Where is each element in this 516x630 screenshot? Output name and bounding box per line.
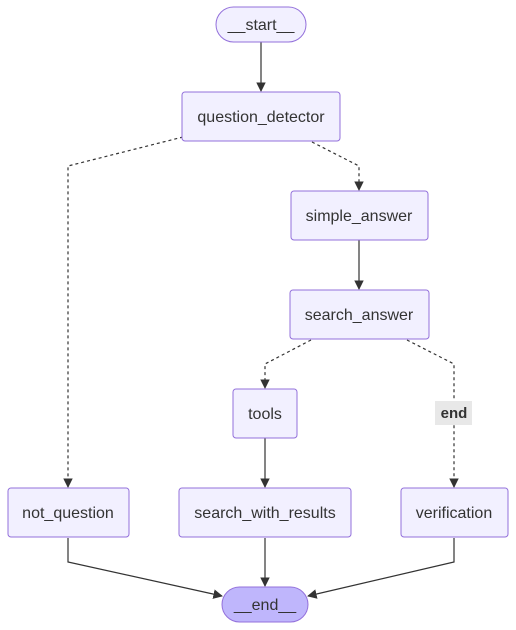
edge-label-end: end [435, 401, 472, 425]
node-search-answer[interactable]: search_answer [289, 289, 430, 340]
node-simple-answer[interactable]: simple_answer [290, 190, 429, 241]
node-verification[interactable]: verification [400, 487, 509, 538]
node-question-detector-label: question_detector [197, 109, 325, 126]
node-search-answer-label: search_answer [305, 307, 414, 324]
node-start-label: __start__ [227, 17, 296, 34]
node-tools-label: tools [248, 406, 282, 423]
node-search-with-results-label: search_with_results [194, 505, 335, 522]
node-simple-answer-label: simple_answer [306, 208, 413, 225]
node-end-label: __end__ [233, 597, 297, 614]
node-start[interactable]: __start__ [215, 6, 307, 43]
edge-label-end-text: end [441, 405, 468, 422]
edge-search-answer-to-verification [406, 339, 459, 488]
edges [63, 42, 459, 599]
edge-question-detector-to-not-question [63, 136, 184, 488]
node-verification-label: verification [416, 505, 492, 522]
edge-question-detector-to-simple-answer [311, 141, 364, 191]
edge-not-question-to-end [67, 538, 223, 599]
node-end[interactable]: __end__ [221, 586, 309, 623]
node-question-detector[interactable]: question_detector [181, 91, 341, 142]
node-not-question[interactable]: not_question [7, 487, 130, 538]
node-not-question-label: not_question [22, 505, 114, 522]
edge-verification-to-end [307, 538, 455, 599]
node-tools[interactable]: tools [232, 388, 298, 439]
edge-search-answer-to-tools [260, 339, 312, 389]
node-search-with-results[interactable]: search_with_results [178, 487, 352, 538]
